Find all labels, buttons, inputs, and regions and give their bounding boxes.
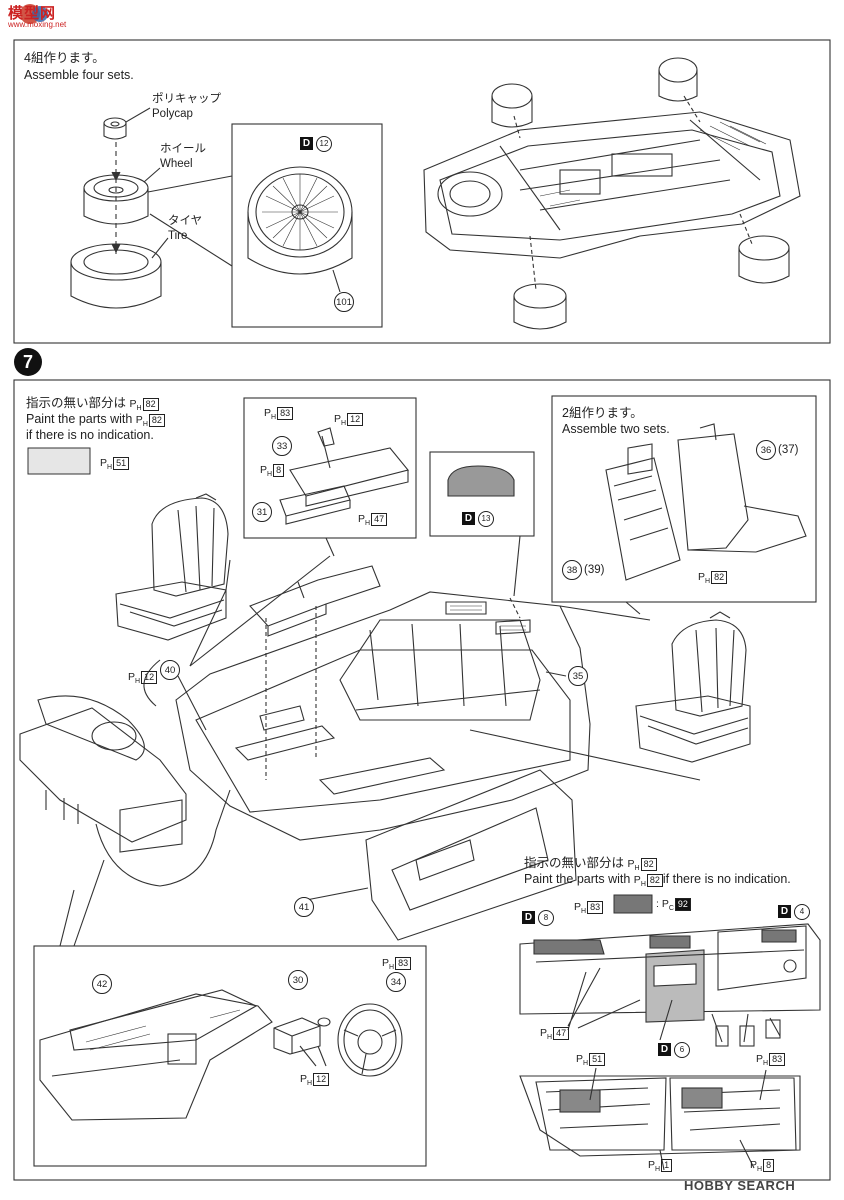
- part-number-38: 38: [562, 560, 582, 580]
- step6-frame: [13, 39, 831, 344]
- wheel-label-en: Wheel: [160, 158, 193, 170]
- seats-note-jp: 2組作ります。: [562, 406, 643, 420]
- part-number-31: 31: [252, 502, 272, 522]
- part-number-30: 30: [288, 970, 308, 990]
- logo-icon: [20, 4, 48, 24]
- part-number-37: (37): [778, 444, 799, 456]
- wheel-label-jp: ホイール: [160, 143, 206, 155]
- paint-note-en-2: if there is no indication.: [26, 428, 154, 442]
- part-number-36: 36: [756, 440, 776, 460]
- watermark: HOBBY SEARCH: [684, 1178, 796, 1193]
- part-number-33: 33: [272, 436, 292, 456]
- step6-note-jp: 4組作ります。: [24, 51, 105, 65]
- step6-note-en: Assemble four sets.: [24, 68, 134, 82]
- step7-frame: [13, 379, 831, 1181]
- part-number-35: 35: [568, 666, 588, 686]
- step7-badge-bg: [14, 348, 42, 376]
- part-number-41: 41: [294, 897, 314, 917]
- logo-url: www.moxing.net: [8, 20, 67, 29]
- part-number-101: 101: [334, 292, 354, 312]
- step7-number: 7: [22, 352, 33, 372]
- tire-label-jp: タイヤ: [168, 215, 203, 227]
- part-number-39: (39): [584, 564, 605, 576]
- logo-text: 模型网: [8, 5, 57, 22]
- polycap-label-en: Polycap: [152, 108, 193, 120]
- part-number-34: 34: [386, 972, 406, 992]
- part-number-40: 40: [160, 660, 180, 680]
- seats-note-en: Assemble two sets.: [562, 422, 670, 436]
- tire-label-en: Tire: [168, 230, 188, 242]
- part-number-42: 42: [92, 974, 112, 994]
- polycap-label-jp: ポリキャップ: [152, 93, 221, 105]
